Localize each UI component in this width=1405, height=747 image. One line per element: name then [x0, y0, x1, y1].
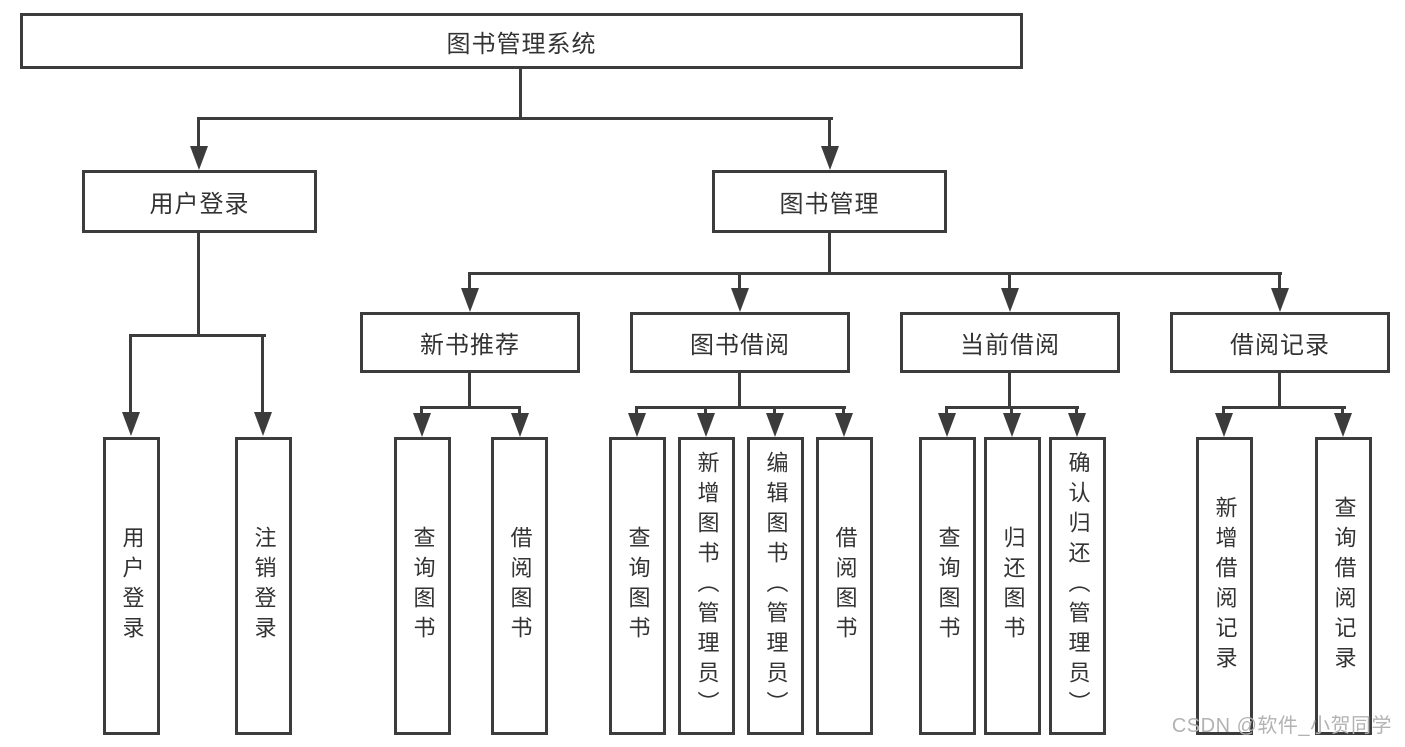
- connector-vline: [519, 67, 522, 119]
- leaf-confirm-return-admin: 确认归还（管理员）: [1049, 437, 1106, 735]
- arrow-down-icon: [835, 413, 853, 437]
- leaf-label: 查询图书: [410, 526, 436, 646]
- node-borrow-records: 借阅记录: [1170, 312, 1390, 373]
- connector-vline: [129, 334, 132, 414]
- arrow-down-icon: [254, 412, 272, 436]
- leaf-label: 借阅图书: [832, 526, 858, 646]
- connector-vline: [420, 406, 423, 416]
- leaf-label: 查询借阅记录: [1331, 496, 1357, 676]
- leaf-label: 注销登录: [251, 526, 277, 646]
- leaf-query-books-borrow: 查询图书: [609, 437, 666, 735]
- node-current-borrow: 当前借阅: [900, 312, 1120, 373]
- leaf-borrow-books: 借阅图书: [816, 437, 873, 735]
- arrow-down-icon: [1068, 413, 1086, 437]
- arrow-down-icon: [1215, 413, 1233, 437]
- connector-hline: [468, 272, 1282, 275]
- connector-vline: [828, 117, 831, 149]
- arrow-down-icon: [1271, 288, 1289, 312]
- connector-hline: [420, 406, 521, 409]
- leaf-label: 新增图书（管理员）: [694, 451, 720, 721]
- leaf-return-books: 归还图书: [984, 437, 1041, 735]
- node-user-login: 用户登录: [82, 170, 317, 233]
- connector-vline: [197, 231, 200, 336]
- connector-vline: [468, 272, 471, 290]
- connector-vline: [1008, 272, 1011, 290]
- connector-vline: [1075, 406, 1078, 416]
- leaf-query-borrow-record: 查询借阅记录: [1315, 437, 1372, 735]
- connector-vline: [261, 334, 264, 414]
- leaf-edit-books-admin: 编辑图书（管理员）: [747, 437, 804, 735]
- connector-vline: [738, 371, 741, 409]
- arrow-down-icon: [190, 146, 208, 170]
- connector-vline: [197, 117, 200, 149]
- leaf-label: 归还图书: [1000, 526, 1026, 646]
- connector-hline: [129, 334, 266, 337]
- connector-vline: [1008, 371, 1011, 409]
- leaf-logout-login: 注销登录: [235, 437, 292, 735]
- leaf-borrow-books-recommend: 借阅图书: [491, 437, 548, 735]
- connector-hline: [1222, 406, 1346, 409]
- arrow-down-icon: [731, 288, 749, 312]
- leaf-label: 确认归还（管理员）: [1065, 451, 1091, 721]
- leaf-query-books-recommend: 查询图书: [394, 437, 451, 735]
- connector-vline: [1278, 272, 1281, 290]
- arrow-down-icon: [122, 412, 140, 436]
- connector-vline: [704, 406, 707, 416]
- leaf-query-books-current: 查询图书: [919, 437, 976, 735]
- leaf-label: 查询图书: [935, 526, 961, 646]
- node-book-borrow: 图书借阅: [630, 312, 850, 373]
- arrow-down-icon: [628, 413, 646, 437]
- node-root: 图书管理系统: [20, 13, 1023, 69]
- connector-vline: [635, 406, 638, 416]
- arrow-down-icon: [1334, 413, 1352, 437]
- connector-hline: [197, 117, 833, 120]
- connector-vline: [738, 272, 741, 290]
- leaf-add-books-admin: 新增图书（管理员）: [678, 437, 735, 735]
- arrow-down-icon: [511, 413, 529, 437]
- node-new-book-recommend: 新书推荐: [360, 312, 580, 373]
- connector-vline: [828, 231, 831, 275]
- arrow-down-icon: [413, 413, 431, 437]
- leaf-label: 编辑图书（管理员）: [763, 451, 789, 721]
- connector-vline: [1010, 406, 1013, 416]
- connector-vline: [1278, 371, 1281, 409]
- connector-vline: [773, 406, 776, 416]
- arrow-down-icon: [1001, 288, 1019, 312]
- leaf-add-borrow-record: 新增借阅记录: [1196, 437, 1253, 735]
- csdn-watermark: CSDN @软件_小贺同学: [1171, 715, 1392, 737]
- leaf-user-login: 用户登录: [103, 437, 160, 735]
- connector-hline: [635, 406, 846, 409]
- leaf-label: 借阅图书: [507, 526, 533, 646]
- arrow-down-icon: [697, 413, 715, 437]
- arrow-down-icon: [461, 288, 479, 312]
- connector-vline: [945, 406, 948, 416]
- leaf-label: 用户登录: [119, 526, 145, 646]
- connector-vline: [518, 406, 521, 416]
- connector-vline: [842, 406, 845, 416]
- arrow-down-icon: [938, 413, 956, 437]
- connector-vline: [468, 371, 471, 409]
- arrow-down-icon: [1003, 413, 1021, 437]
- leaf-label: 查询图书: [625, 526, 651, 646]
- connector-vline: [1341, 406, 1344, 416]
- leaf-label: 新增借阅记录: [1212, 496, 1238, 676]
- connector-vline: [1222, 406, 1225, 416]
- arrow-down-icon: [821, 146, 839, 170]
- arrow-down-icon: [766, 413, 784, 437]
- node-book-management: 图书管理: [712, 170, 947, 233]
